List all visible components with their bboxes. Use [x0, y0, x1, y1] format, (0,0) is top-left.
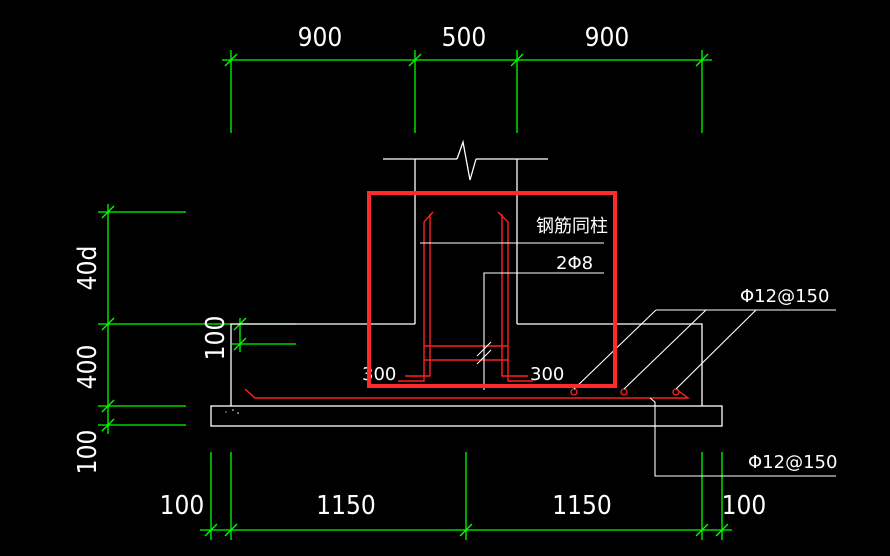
rebar-dots	[570, 388, 680, 396]
top-dimension-chain	[222, 50, 712, 133]
top-dim-middle: 500	[442, 23, 487, 53]
concrete-outline	[210, 139, 723, 427]
left-dim-small-100: 100	[201, 316, 231, 361]
bottom-dim-left-100: 100	[160, 491, 205, 521]
label-right-leg: 300	[530, 364, 564, 385]
left-dim-40d: 40d	[73, 246, 103, 291]
left-dimension-chain	[98, 204, 296, 434]
rebar	[244, 211, 691, 399]
annotation-leaders	[420, 242, 836, 477]
bottom-dim-right-1150: 1150	[552, 491, 612, 521]
hatch-specks	[225, 409, 239, 414]
left-dim-400: 400	[73, 345, 103, 390]
top-dim-right: 900	[585, 23, 630, 53]
highlight-box	[367, 191, 617, 388]
bottom-dim-right-100: 100	[722, 491, 767, 521]
left-dim-100: 100	[73, 430, 103, 475]
bottom-dim-left-1150: 1150	[316, 491, 376, 521]
label-stirrup: 2Φ8	[556, 253, 593, 274]
label-rebar-same-as-column: 钢筋同柱	[536, 216, 608, 237]
label-bottom-rebar: Φ12@150	[748, 452, 837, 473]
top-dim-left: 900	[298, 23, 343, 53]
bottom-dimension-chain	[200, 452, 732, 540]
label-top-rebar: Φ12@150	[740, 286, 829, 307]
